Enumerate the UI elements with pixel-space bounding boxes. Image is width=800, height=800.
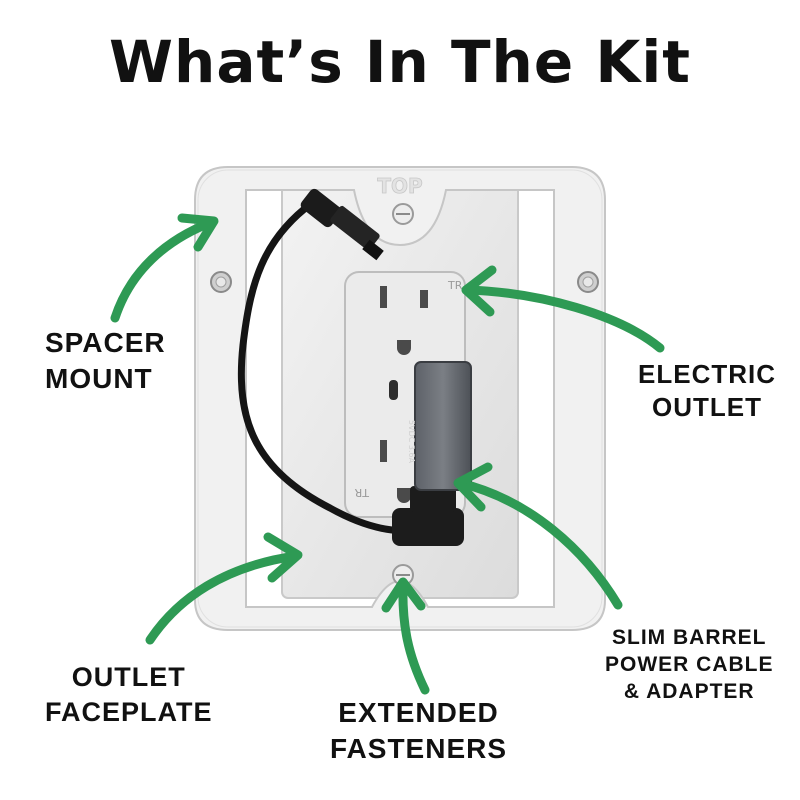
outlet-slot xyxy=(380,286,387,308)
side-screw-left xyxy=(210,271,232,293)
adapter-rating: 5VDC 3.6A xyxy=(407,420,416,464)
arrow-outlet-faceplate xyxy=(145,532,303,645)
label-spacer-mount: SPACER MOUNT xyxy=(45,327,166,394)
label-extended-fasteners: EXTENDED FASTENERS xyxy=(330,697,508,764)
page-title: What’s In The Kit xyxy=(109,28,691,96)
usb-c-adapter: 5VDC 3.6A xyxy=(407,361,472,491)
outlet-slot xyxy=(420,290,428,308)
outlet-slot xyxy=(380,440,387,462)
frame-top-label: TOP xyxy=(377,174,422,198)
spacer-mount: TOP xyxy=(194,166,606,631)
extended-fastener-top xyxy=(392,203,414,225)
outlet-ground xyxy=(397,340,411,355)
outlet-ground xyxy=(397,488,411,503)
arrow-slim-barrel-cable xyxy=(453,462,623,610)
arrow-spacer-mount xyxy=(110,213,219,323)
usb-c-port xyxy=(389,380,398,400)
label-electric-outlet: ELECTRIC OUTLET xyxy=(638,359,776,423)
arrow-electric-outlet xyxy=(461,265,665,353)
slim-barrel-cable xyxy=(237,188,464,546)
side-screw-right xyxy=(577,271,599,293)
arrow-extended-fasteners xyxy=(381,577,430,695)
outlet-mark-tr-top: TR xyxy=(447,279,463,292)
label-slim-barrel-cable: SLIM BARREL POWER CABLE & ADAPTER xyxy=(605,626,774,703)
outlet-mark-tr-bottom: TR xyxy=(354,486,370,499)
label-outlet-faceplate: OUTLET FACEPLATE xyxy=(45,662,213,727)
